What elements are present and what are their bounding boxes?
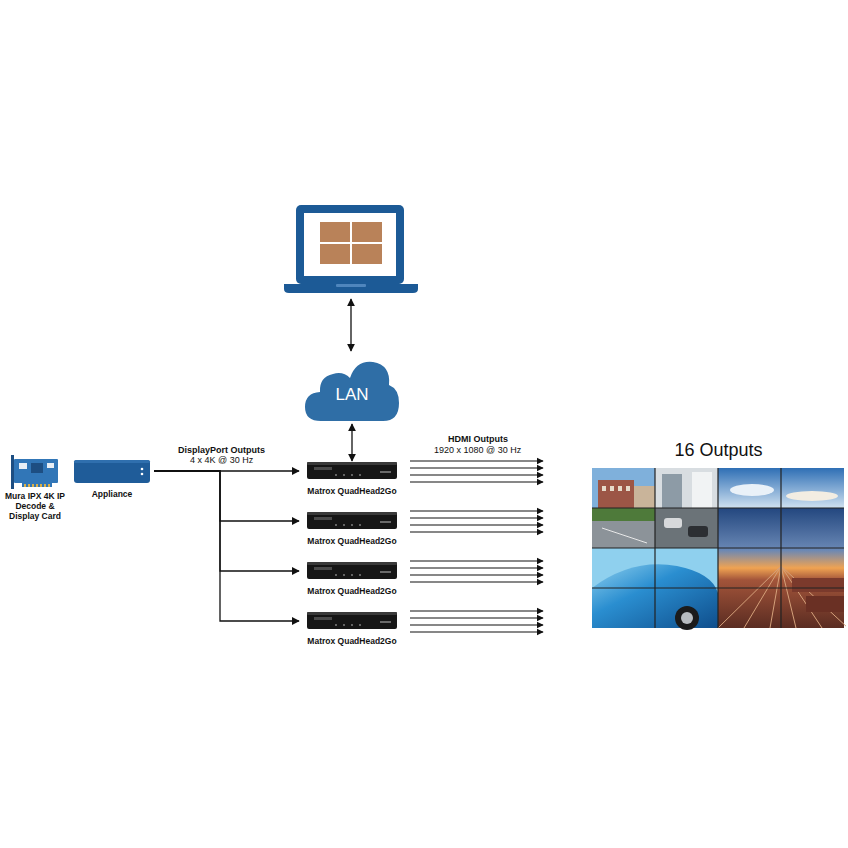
quadhead2go-device: Matrox QuadHead2Go: [300, 510, 404, 549]
signal-label: DisplayPort Outputs: [178, 446, 265, 456]
device-label: Matrox QuadHead2Go: [300, 510, 404, 547]
device-label: Matrox QuadHead2Go: [300, 460, 404, 497]
quadhead2go-device-picture: [300, 460, 404, 482]
quadhead2go-device: Matrox QuadHead2Go: [300, 560, 404, 599]
quadhead2go-device: Matrox QuadHead2Go: [300, 460, 404, 499]
laptop-icon: [284, 205, 418, 293]
connector-arrow: [351, 424, 352, 461]
connector-arrow: [154, 471, 299, 621]
network-arrow: [350, 299, 351, 351]
decode-card: Mura IPX 4K IP Decode & Display Card: [2, 454, 68, 524]
decode-card-picture: [2, 454, 68, 490]
hdmi-output-arrows: [410, 461, 543, 632]
quadhead2go-device-picture: [300, 610, 404, 632]
device-label: Matrox QuadHead2Go: [300, 610, 404, 647]
quadhead2go-device-picture: [300, 560, 404, 582]
signal-spec: 4 x 4K @ 30 Hz: [190, 456, 253, 466]
cloud-label: LAN: [303, 357, 401, 405]
quadhead2go-device-picture: [300, 510, 404, 532]
appliance-box-picture: [70, 457, 154, 485]
signal-label: HDMI Outputs: [448, 435, 508, 445]
device-label: Matrox QuadHead2Go: [300, 560, 404, 597]
lan-cloud: LAN: [303, 357, 401, 423]
signal-spec: 1920 x 1080 @ 30 Hz: [434, 446, 521, 456]
video-wall-picture: [591, 468, 846, 630]
connector-arrow: [154, 471, 299, 571]
appliance-box: Appliance: [70, 457, 154, 502]
quadhead2go-device: Matrox QuadHead2Go: [300, 610, 404, 649]
device-label: Appliance: [70, 457, 154, 500]
connector-arrow: [154, 471, 299, 521]
device-label: Mura IPX 4K IP Decode & Display Card: [2, 454, 68, 521]
video-wall: 16 Outputs: [591, 440, 846, 630]
wall-heading: 16 Outputs: [591, 440, 846, 462]
